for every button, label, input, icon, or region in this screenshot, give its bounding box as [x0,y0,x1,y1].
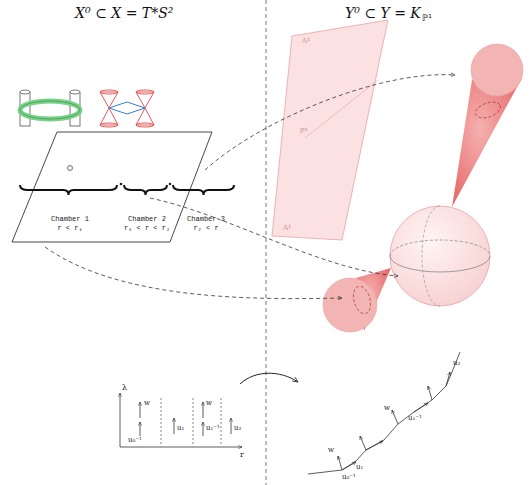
wall-point [120,183,123,186]
divider [266,0,267,485]
vector-label: u₀⁻¹ [342,474,356,481]
torus-icon [20,90,80,126]
vector-label: w [206,400,212,407]
cones-icon [100,90,154,127]
vector-label: w [384,405,390,412]
point-marker [68,166,73,171]
title: Y⁰ ⊂ Y = K [345,6,421,20]
chamber-range: r₂ < r [187,224,225,233]
chamber-label: Chamber 2r₁ < r < r₂ [122,214,172,234]
vector-label: u₂ [234,425,241,432]
correspondence-arrow [150,198,398,276]
title: X⁰ ⊂ X = T*S² [75,6,173,20]
chamber-label: Chamber 1r < r₁ [49,214,91,234]
space-label: 𝔸¹ [302,38,310,45]
chamber-name: Chamber 2 [124,215,170,224]
correspondence-arrow [45,247,342,299]
brace [124,185,167,195]
chamber-name: Chamber 1 [51,215,89,224]
brace [173,185,234,195]
vector-label: u₁ [177,425,184,432]
vector-label: w [144,400,150,407]
vector-label: u₂ [453,360,460,367]
vector-label: w [328,447,334,454]
upper-cone [452,44,523,207]
p1-plane [272,20,388,240]
axis-label: r [240,451,244,459]
lower-cone [323,268,391,332]
chamber-braces [20,185,234,195]
p1-line [305,80,378,138]
subscript: ℙ¹ [422,14,432,23]
space-label: ℙ¹ [300,128,308,135]
vector-label: u₀⁻¹ [128,437,142,444]
space-label: 𝔸¹ [283,225,291,232]
vector-label: u₁⁻¹ [408,415,422,422]
sphere [390,206,490,306]
chamber-range: r < r₁ [51,224,89,233]
wall-crossing-plot [120,393,242,447]
map-arrow [240,373,298,384]
chamber-name: Chamber 3 [187,215,225,224]
parameter-plane [12,132,212,242]
chamber-label: Chamber 3r₂ < r [185,214,227,234]
axis-label: λ [122,384,127,392]
chamber-range: r₁ < r < r₂ [124,224,170,233]
correspondence-arrow [205,75,455,170]
zigzag-path [308,352,460,474]
vector-label: u₁⁻¹ [206,425,220,432]
vector-label: u₁ [356,464,363,471]
brace [20,185,117,195]
wall-point [169,183,172,186]
